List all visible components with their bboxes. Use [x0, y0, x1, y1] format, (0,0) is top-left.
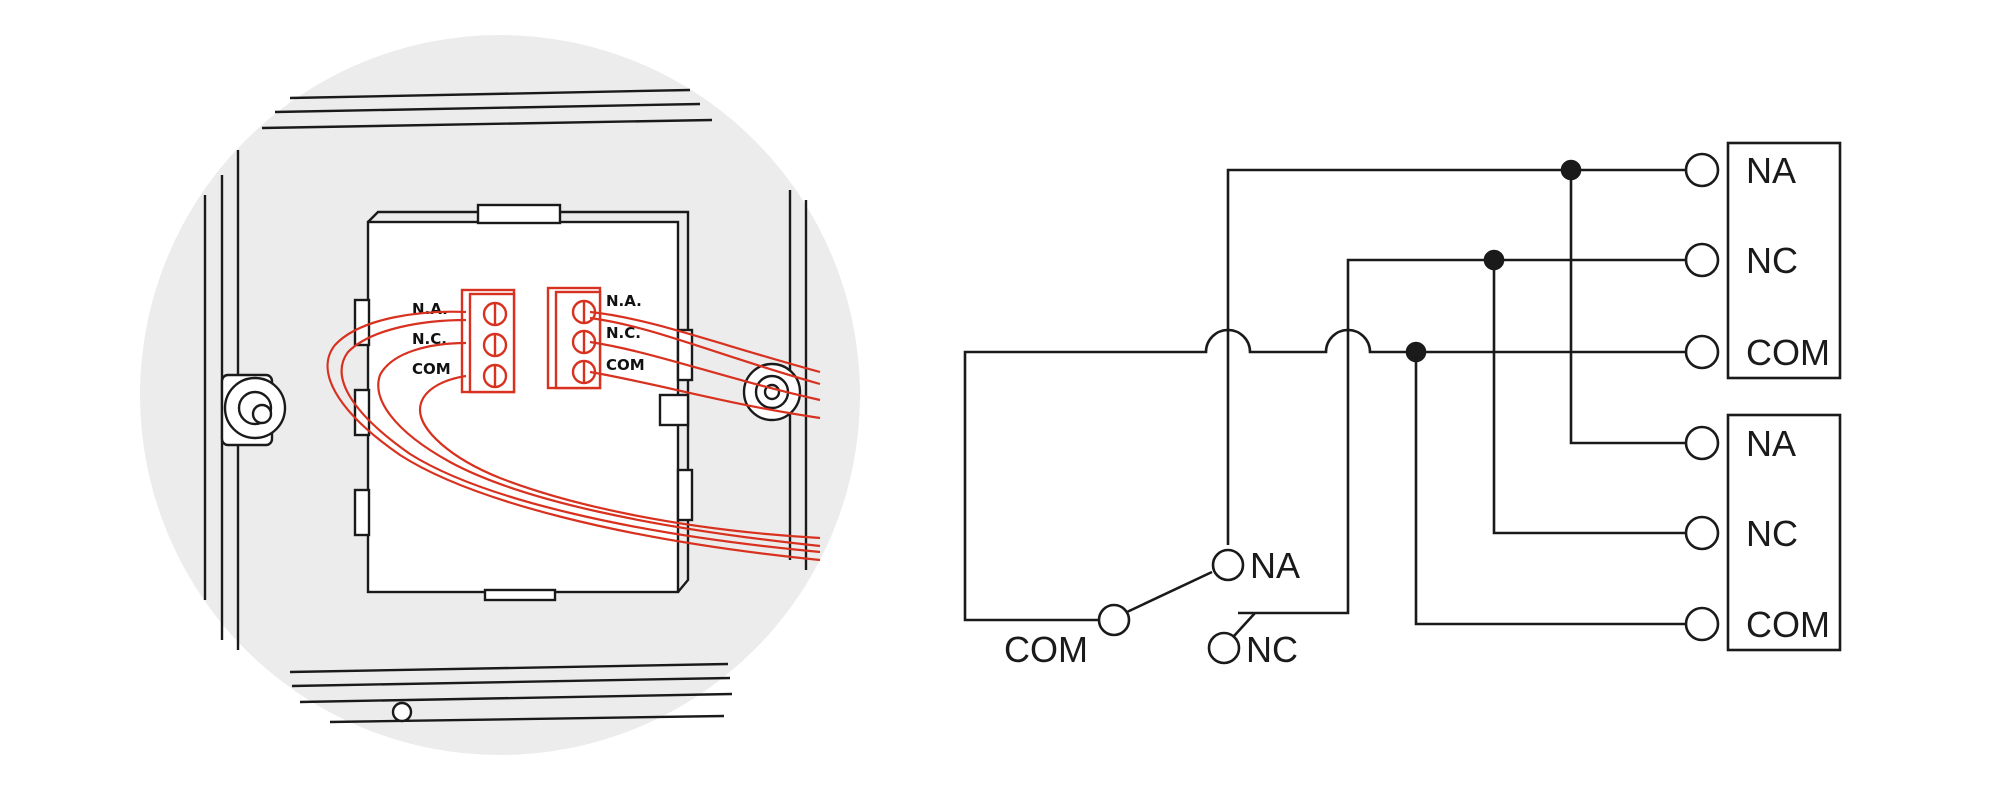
- wire-left-nc: [377, 341, 821, 548]
- relay-2-terminal-com: [1684, 606, 1720, 642]
- schematic-labels: COM NA NC NA NC COM NA NC COM: [1004, 150, 1830, 670]
- relay-1-box: [1726, 141, 1842, 380]
- wire-left-na: [326, 310, 821, 562]
- bottom-rivet: [391, 701, 413, 723]
- relay-module-body: [353, 203, 694, 602]
- switch-lever: [1126, 570, 1213, 614]
- wire-right-com: [589, 370, 821, 420]
- relay-1-label-com: COM: [1746, 332, 1830, 373]
- label-left-com: COM: [412, 360, 451, 378]
- label-left-nc: N.C.: [412, 330, 447, 348]
- switch-contact-na: [1211, 548, 1245, 582]
- wire-nc-drop: [1492, 260, 1686, 535]
- wire-right-nc: [589, 340, 821, 402]
- junction-com: [1405, 341, 1427, 363]
- switch-nc-lead: [1233, 612, 1256, 637]
- relay-1-terminal-nc: [1684, 242, 1720, 278]
- relay-2-label-na: NA: [1746, 423, 1796, 464]
- wires: [326, 310, 821, 562]
- wire-na-bus: [1226, 168, 1686, 545]
- switch-label-na: NA: [1250, 545, 1300, 586]
- wire-left-na-2: [340, 318, 821, 554]
- relay-2-box: [1726, 413, 1842, 652]
- relay-2-label-nc: NC: [1746, 513, 1798, 554]
- mounting-screw-right: [742, 362, 802, 422]
- relay-2-terminal-nc: [1684, 515, 1720, 551]
- junction-na: [1560, 159, 1582, 181]
- switch-contact-nc: [1207, 631, 1241, 665]
- relay-1-label-na: NA: [1746, 150, 1796, 191]
- label-left-na: N.A.: [412, 300, 448, 318]
- relay-1-label-nc: NC: [1746, 240, 1798, 281]
- switch-label-nc: NC: [1246, 629, 1298, 670]
- relay-1-terminal-com: [1684, 334, 1720, 370]
- wire-left-com: [418, 374, 821, 540]
- panel-illustration: N.A. N.C. COM N.A. N.C. COM: [140, 35, 860, 755]
- wire-right-na: [589, 310, 821, 374]
- relay-1-terminal-na: [1684, 152, 1720, 188]
- switch-contact-com: [1097, 603, 1131, 637]
- switch-label-com: COM: [1004, 629, 1088, 670]
- schematic: [963, 141, 1842, 665]
- wire-com-drop: [1414, 352, 1686, 626]
- junction-nc: [1483, 249, 1505, 271]
- terminal-block-left: [460, 288, 516, 394]
- terminal-labels-right: N.A. N.C. COM: [606, 292, 645, 374]
- wire-right-na-2: [589, 316, 821, 386]
- label-right-com: COM: [606, 356, 645, 374]
- wire-nc-bus: [1238, 258, 1686, 615]
- mounting-screw-left: [220, 373, 287, 447]
- wire-com-bus: [963, 328, 1686, 622]
- relay-2-terminal-na: [1684, 425, 1720, 461]
- relay-2-label-com: COM: [1746, 604, 1830, 645]
- enclosure-lines: [203, 88, 808, 724]
- terminal-labels-left: N.A. N.C. COM: [412, 300, 451, 378]
- wire-na-drop: [1569, 170, 1686, 445]
- label-right-nc: N.C.: [606, 324, 641, 342]
- label-right-na: N.A.: [606, 292, 642, 310]
